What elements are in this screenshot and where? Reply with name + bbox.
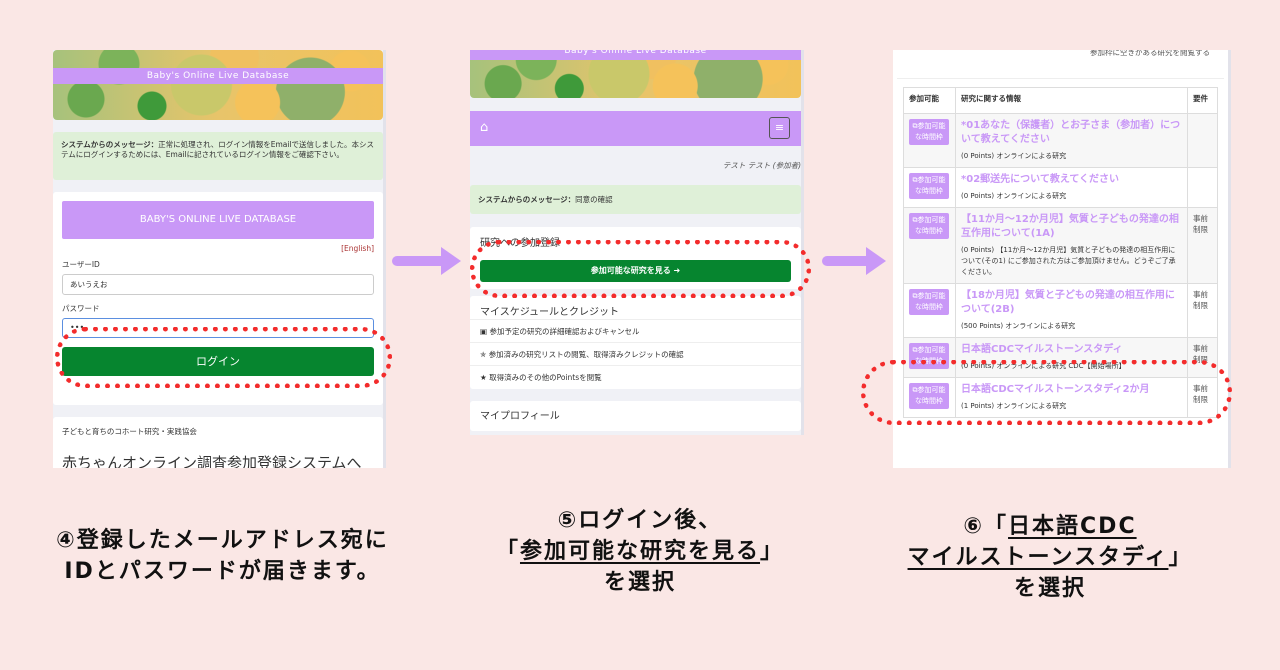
navbar: ⌂ ≡ bbox=[470, 111, 801, 146]
schedule-item[interactable]: ✯ 参加済みの研究リストの閲覧、取得済みクレジットの確認 bbox=[470, 343, 801, 366]
arrow-right-icon bbox=[822, 247, 886, 275]
welcome-card: 子どもと育ちのコホート研究・実践協会 赤ちゃんオンライン調査参加登録システムへよ… bbox=[53, 417, 383, 468]
star-half-icon: ✯ bbox=[480, 350, 487, 359]
registration-card: 研究への参加登録 参加可能な研究を見る ➜ bbox=[470, 227, 801, 289]
study-requirement: 事前制限 bbox=[1193, 214, 1208, 234]
study-description: (500 Points) オンラインによる研究 bbox=[961, 322, 1076, 330]
english-link[interactable]: [English] bbox=[341, 244, 374, 253]
study-requirement: 事前制限 bbox=[1193, 290, 1208, 310]
star-icon: ★ bbox=[480, 373, 487, 382]
system-message: システムからのメッセージ：同意の確認 bbox=[470, 185, 801, 214]
password-label: パスワード bbox=[62, 304, 100, 313]
study-title-link[interactable]: 【18か月児】気質と子どもの発達の相互作用について(2B) bbox=[961, 290, 1175, 315]
schedule-card: マイスケジュールとクレジット ▣ 参加予定の研究の詳細確認およびキャンセル ✯ … bbox=[470, 296, 801, 389]
caption-line: を選択 bbox=[603, 570, 676, 595]
study-title-link[interactable]: 日本語CDCマイルストーンスタディ2か月 bbox=[961, 384, 1150, 395]
header-info: 研究に関する情報 bbox=[955, 87, 1188, 114]
caption-line: IDとパスワードが届きます。 bbox=[64, 559, 381, 584]
caption-line: ④登録したメールアドレス宛に bbox=[56, 528, 389, 553]
study-requirement: 事前制限 bbox=[1193, 344, 1208, 364]
schedule-title: マイスケジュールとクレジット bbox=[470, 296, 801, 320]
external-link-icon: ⧉ bbox=[912, 216, 918, 224]
table-row: ⧉参加可能な時間枠 日本語CDCマイルストーンスタディ2か月 (1 Points)… bbox=[903, 377, 1218, 418]
external-link-icon: ⧉ bbox=[912, 346, 918, 354]
external-link-icon: ⧉ bbox=[912, 122, 918, 130]
study-title-link[interactable]: *02郵送先について教えてください bbox=[961, 174, 1120, 185]
external-link-icon: ⧉ bbox=[912, 386, 918, 394]
study-title-link[interactable]: 日本語CDCマイルストーンスタディ bbox=[961, 344, 1123, 355]
timeslot-button[interactable]: ⧉参加可能な時間枠 bbox=[909, 119, 949, 145]
banner-title: Baby's Online Live Database bbox=[470, 50, 801, 60]
userid-input[interactable]: あいうえお bbox=[62, 274, 374, 295]
form-title: BABY'S ONLINE LIVE DATABASE bbox=[62, 201, 374, 239]
header-requirements: 要件 bbox=[1187, 87, 1218, 114]
user-name: テスト テスト (参加者) bbox=[722, 161, 801, 170]
studies-screenshot: 参加枠に空きがある研究を閲覧する 参加可能 研究に関する情報 要件 ⧉参加可能な… bbox=[893, 50, 1231, 468]
study-title-link[interactable]: 【11か月〜12か月児】気質と子どもの発達の相互作用について(1A) bbox=[961, 214, 1179, 239]
study-description: (1 Points) オンラインによる研究 bbox=[961, 402, 1067, 410]
caption-step4: ④登録したメールアドレス宛に IDとパスワードが届きます。 bbox=[10, 525, 435, 587]
arrow-right-icon bbox=[392, 247, 461, 275]
schedule-item[interactable]: ▣ 参加予定の研究の詳細確認およびキャンセル bbox=[470, 320, 801, 343]
external-link-icon: ⧉ bbox=[912, 292, 918, 300]
table-row: ⧉参加可能な時間枠 *02郵送先について教えてください (0 Points) オン… bbox=[903, 167, 1218, 208]
caption-line: ⑤ログイン後、 bbox=[557, 508, 723, 533]
table-row: ⧉参加可能な時間枠 日本語CDCマイルストーンスタディ (0 Points) オン… bbox=[903, 337, 1218, 378]
external-link-icon: ⧉ bbox=[912, 176, 918, 184]
caption-line: ⑥「日本語CDC bbox=[963, 514, 1137, 539]
table-row: ⧉参加可能な時間枠 【18か月児】気質と子どもの発達の相互作用について(2B) (… bbox=[903, 283, 1218, 338]
timeslot-button[interactable]: ⧉参加可能な時間枠 bbox=[909, 343, 949, 369]
study-description: (0 Points) オンラインによる研究 bbox=[961, 152, 1067, 160]
banner-title: Baby's Online Live Database bbox=[53, 68, 383, 84]
home-screenshot: Baby's Online Live Database ⌂ ≡ テスト テスト … bbox=[470, 50, 804, 435]
password-input[interactable]: ••• bbox=[62, 318, 374, 338]
top-text: 参加枠に空きがある研究を閲覧する bbox=[897, 50, 1224, 79]
edit-icon: ▣ bbox=[480, 327, 488, 336]
caption-step6: ⑥「日本語CDC マイルストーンスタディ」 を選択 bbox=[860, 511, 1240, 604]
timeslot-button[interactable]: ⧉参加可能な時間枠 bbox=[909, 289, 949, 315]
arrow-circle-icon: ➜ bbox=[673, 266, 681, 275]
welcome-heading: 赤ちゃんオンライン調査参加登録システムへようこそ bbox=[62, 454, 362, 468]
home-icon[interactable]: ⌂ bbox=[480, 120, 489, 135]
userid-label: ユーザーID bbox=[62, 260, 100, 269]
study-title-link[interactable]: *01あなた（保護者）とお子さま（参加者）について教えてください bbox=[961, 120, 1181, 145]
login-card: BABY'S ONLINE LIVE DATABASE [English] ユー… bbox=[53, 192, 383, 405]
message-label: システムからのメッセージ： bbox=[478, 195, 576, 204]
schedule-item[interactable]: ★ 取得済みのその他のPointsを閲覧 bbox=[480, 373, 602, 382]
login-screenshot: Baby's Online Live Database システムからのメッセージ… bbox=[53, 50, 386, 468]
timeslot-button[interactable]: ⧉参加可能な時間枠 bbox=[909, 383, 949, 409]
view-studies-button[interactable]: 参加可能な研究を見る ➜ bbox=[480, 260, 791, 282]
org-name: 子どもと育ちのコホート研究・実践協会 bbox=[62, 427, 197, 436]
table-row: ⧉参加可能な時間枠 【11か月〜12か月児】気質と子どもの発達の相互作用について… bbox=[903, 207, 1218, 284]
caption-step5: ⑤ログイン後、 「参加可能な研究を見る」 を選択 bbox=[450, 505, 830, 598]
study-description: (0 Points) オンラインによる研究 CDC【開始場所】 bbox=[961, 362, 1126, 370]
section-title: 研究への参加登録 bbox=[480, 238, 560, 249]
caption-line: マイルストーンスタディ」 bbox=[907, 545, 1193, 570]
timeslot-button[interactable]: ⧉参加可能な時間枠 bbox=[909, 173, 949, 199]
header-available: 参加可能 bbox=[903, 87, 956, 114]
caption-line: を選択 bbox=[1013, 576, 1086, 601]
message-text: 同意の確認 bbox=[575, 195, 613, 204]
profile-title: マイプロフィール bbox=[470, 401, 801, 431]
table-row: ⧉参加可能な時間枠 *01あなた（保護者）とお子さま（参加者）について教えてくだ… bbox=[903, 113, 1218, 168]
message-label: システムからのメッセージ： bbox=[61, 140, 159, 149]
banner-image: Baby's Online Live Database bbox=[470, 50, 801, 98]
banner-image: Baby's Online Live Database bbox=[53, 50, 383, 120]
system-message: システムからのメッセージ：正常に処理され、ログイン情報をEmailで送信しました… bbox=[53, 132, 383, 180]
study-requirement: 事前制限 bbox=[1193, 384, 1208, 404]
study-description: (0 Points) オンラインによる研究 bbox=[961, 192, 1067, 200]
login-button[interactable]: ログイン bbox=[62, 347, 374, 376]
timeslot-button[interactable]: ⧉参加可能な時間枠 bbox=[909, 213, 949, 239]
message-text: 正常に処理され、ログイン情報をEmailで送信しました。本システムにログインする… bbox=[61, 140, 375, 159]
study-description: (0 Points) 【11か月〜12か月児】気質と子どもの発達の相互作用につい… bbox=[961, 246, 1176, 276]
studies-table: 参加可能 研究に関する情報 要件 ⧉参加可能な時間枠 *01あなた（保護者）とお… bbox=[903, 87, 1218, 418]
caption-line: 「参加可能な研究を見る」 bbox=[495, 539, 785, 564]
menu-icon[interactable]: ≡ bbox=[769, 117, 790, 139]
